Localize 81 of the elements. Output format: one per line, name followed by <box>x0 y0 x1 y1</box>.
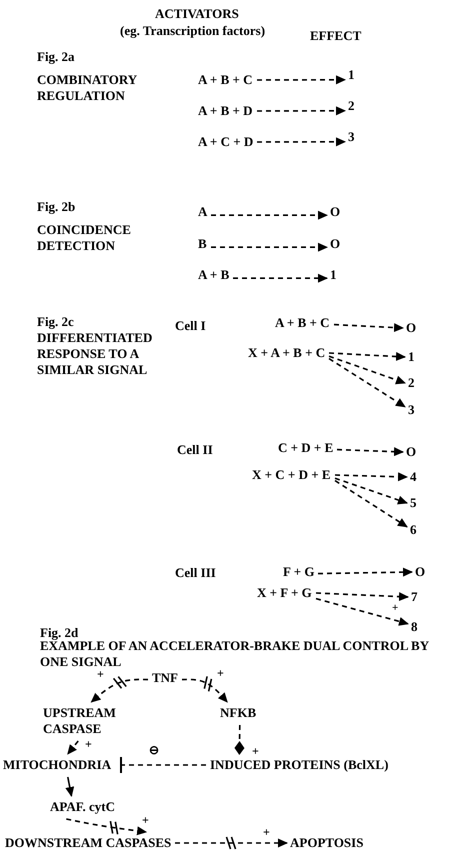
arrow <box>316 592 409 602</box>
arrow <box>67 740 79 755</box>
node-label: C + D + E <box>278 440 334 456</box>
node-label: A + B + C <box>198 72 253 88</box>
edge-label: + <box>141 814 150 826</box>
node-label: 1 <box>348 67 354 83</box>
node-label: B <box>198 236 207 252</box>
node-label: NFKB <box>220 705 256 721</box>
arrow <box>328 352 406 362</box>
node-label: 8 <box>411 619 418 635</box>
node-label: APOPTOSIS <box>290 835 364 851</box>
node-label: UPSTREAM CASPASE <box>43 705 131 737</box>
node-label: TNF <box>152 670 178 686</box>
arrow <box>328 358 406 408</box>
edge-label: + <box>96 668 105 680</box>
edge-label: + <box>262 826 271 838</box>
text-label: Fig. 2b <box>37 199 76 215</box>
arrow <box>316 598 409 626</box>
text-label: (eg. Transcription factors) <box>120 23 266 39</box>
arrow <box>336 447 404 456</box>
node-label: 3 <box>348 129 354 145</box>
arrow <box>257 137 346 146</box>
node-label: X + C + D + E <box>252 467 331 483</box>
node-label: 6 <box>410 522 416 538</box>
node-label: A + B + D <box>198 103 253 119</box>
arrow <box>334 472 408 482</box>
node-label: MITOCHONDRIA <box>3 757 112 773</box>
arrow <box>257 106 346 116</box>
node-label: O <box>406 444 416 460</box>
edge-label: ⊖ <box>148 744 160 756</box>
text-label: DIFFERENTIATED RESPONSE TO A SIMILAR SIGNAL <box>37 330 154 378</box>
text-label: Fig. 2a <box>37 49 75 65</box>
edge-label: + <box>216 667 225 679</box>
arrow <box>328 355 406 384</box>
arrow <box>175 838 288 848</box>
node-label: 1 <box>408 349 414 365</box>
text-label: Fig. 2c <box>37 314 74 330</box>
arrow <box>211 242 328 252</box>
node-label: 2 <box>348 98 354 114</box>
node-label: X + A + B + C <box>248 345 326 361</box>
node-label: O <box>415 564 426 580</box>
arrow <box>334 323 404 332</box>
plus-sign: + <box>392 601 398 616</box>
text-label: Cell II <box>177 442 213 458</box>
node-label: DOWNSTREAM CASPASES <box>5 835 172 851</box>
text-label: ACTIVATORS <box>155 6 239 22</box>
node-label: 1 <box>330 267 336 283</box>
text-label: COINCIDENCE DETECTION <box>37 222 132 254</box>
node-label: A <box>198 204 208 220</box>
arrow <box>182 678 228 703</box>
arrow <box>334 477 408 504</box>
node-label: A + B <box>198 267 230 283</box>
node-label: O <box>406 320 416 336</box>
node-label: F + G <box>283 564 314 580</box>
node-label: INDUCED PROTEINS (BclXL) <box>210 757 388 773</box>
arrow <box>334 480 408 528</box>
arrow <box>211 210 328 220</box>
text-label: Cell III <box>175 565 216 581</box>
node-label: A + C + D <box>198 134 254 150</box>
arrow <box>257 75 346 84</box>
node-label: 7 <box>411 589 418 605</box>
node-label: 2 <box>408 375 414 391</box>
text-label: COMBINATORY REGULATION <box>37 72 138 104</box>
node-label: 4 <box>410 469 416 485</box>
text-label: Fig. 2d <box>40 625 78 641</box>
text-label: EFFECT <box>310 28 362 44</box>
edge-label: + <box>251 745 260 757</box>
arrow <box>318 568 413 577</box>
arrow <box>233 274 328 283</box>
node-label: A + B + C <box>275 315 330 331</box>
node-label: O <box>330 204 340 220</box>
node-label: O <box>330 236 340 252</box>
arrow <box>65 776 74 797</box>
text-label: Cell I <box>175 318 206 334</box>
node-label: 5 <box>410 495 416 511</box>
arrow <box>66 818 148 836</box>
node-label: APAF. cytC <box>50 799 115 815</box>
node-label: 3 <box>408 402 414 418</box>
arrow <box>90 678 148 703</box>
edge-label: + <box>84 738 93 750</box>
node-label: X + F + G <box>257 585 312 601</box>
